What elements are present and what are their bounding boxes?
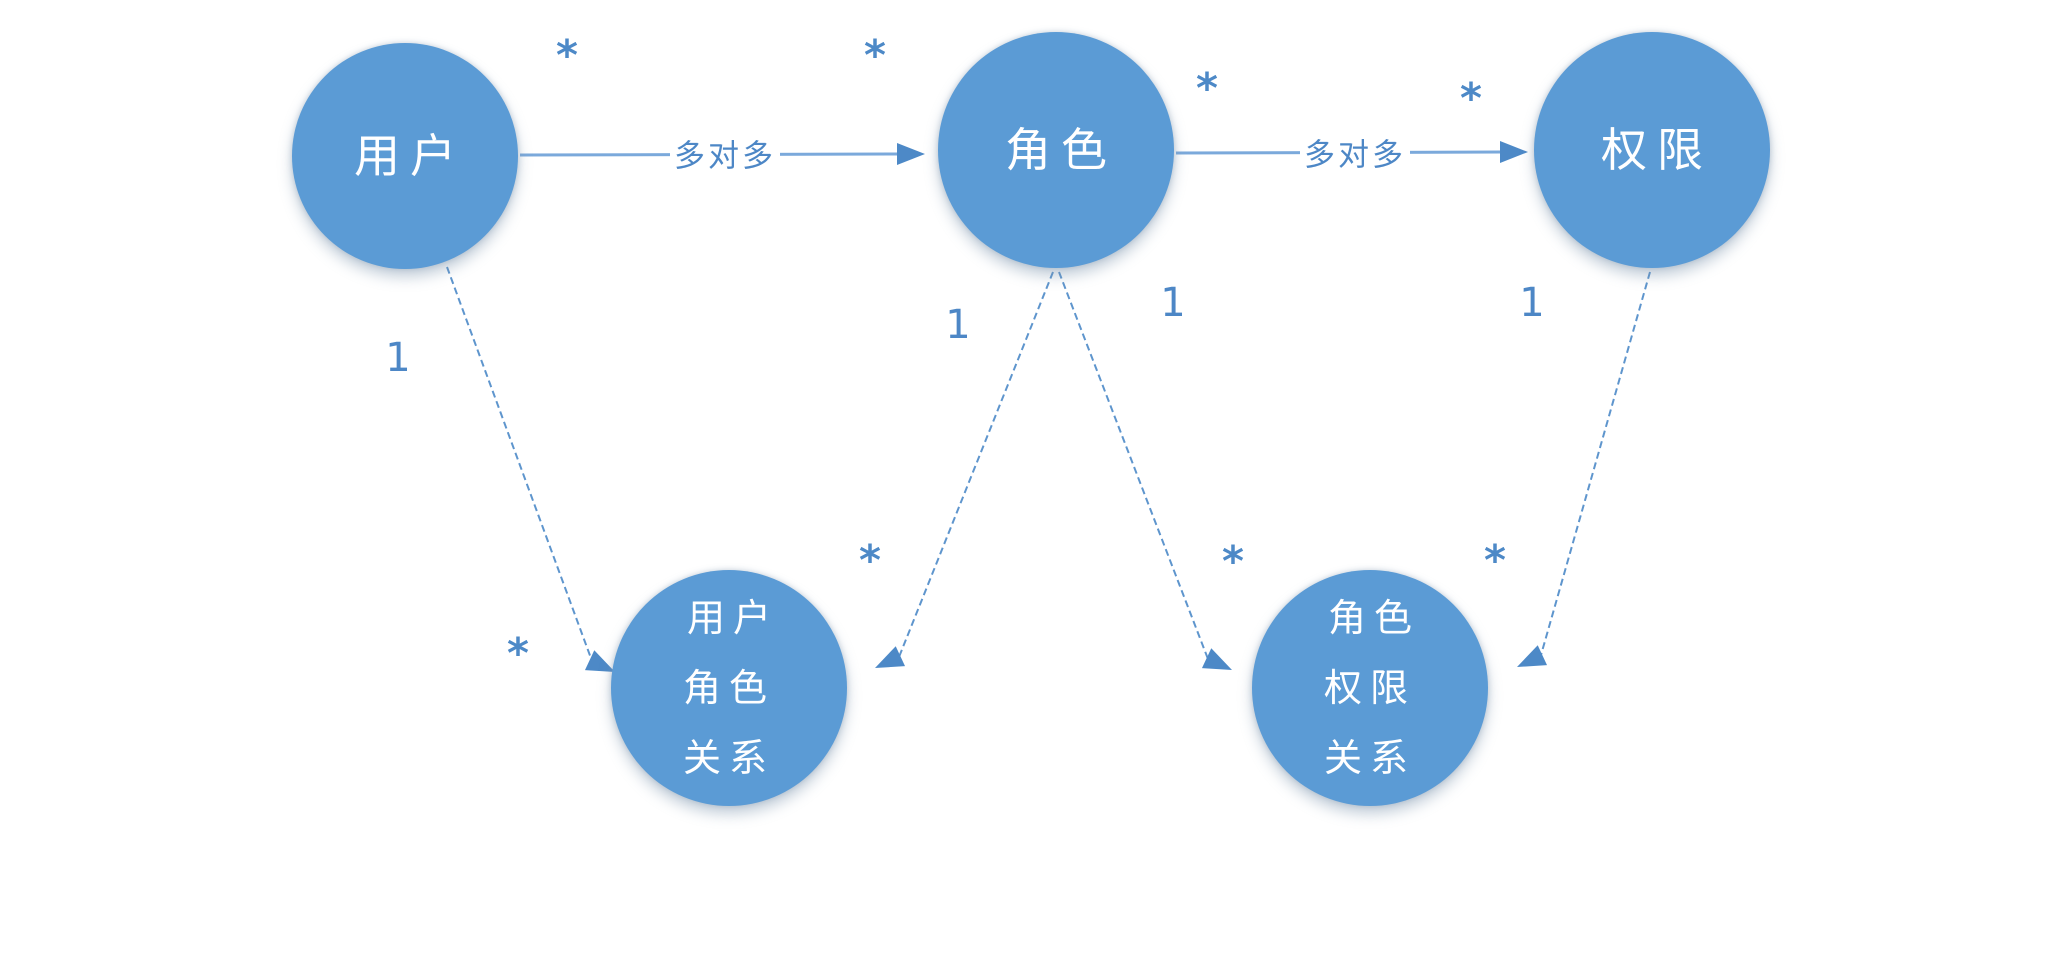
one-marker: 1 xyxy=(945,302,971,348)
many-marker: * xyxy=(864,30,886,80)
node-user: 用户 xyxy=(292,43,518,269)
many-marker: * xyxy=(1222,536,1244,586)
edge-label-user-role: 多对多 xyxy=(670,130,780,176)
edge-role-to-roleperm-arrowhead-icon xyxy=(1201,648,1232,670)
node-role: 角色 xyxy=(938,32,1174,268)
node-permission: 权限 xyxy=(1534,32,1770,268)
many-marker: * xyxy=(859,535,881,585)
edge-permission-to-roleperm-arrowhead-icon xyxy=(1517,645,1548,667)
node-role-permission-relation: 角色 权限 关系 xyxy=(1252,570,1488,806)
many-marker: * xyxy=(507,628,529,678)
edge-role-to-userrole-arrowhead-icon xyxy=(875,646,906,668)
many-marker: * xyxy=(1460,73,1482,123)
edge-user-to-userrole-arrowhead-icon xyxy=(584,650,615,672)
edge-role-to-userrole-line xyxy=(898,271,1054,658)
edge-role-to-permission-arrowhead-icon xyxy=(1500,141,1528,163)
many-marker: * xyxy=(556,30,578,80)
edge-user-to-userrole-line xyxy=(446,266,593,662)
many-marker: * xyxy=(1196,63,1218,113)
edge-permission-to-roleperm-line xyxy=(1540,271,1651,656)
edge-role-to-roleperm-line xyxy=(1058,271,1209,660)
node-user-role-relation: 用户 角色 关系 xyxy=(611,570,847,806)
many-marker: * xyxy=(1484,535,1506,585)
edge-label-role-permission: 多对多 xyxy=(1300,129,1410,175)
one-marker: 1 xyxy=(1160,280,1186,326)
one-marker: 1 xyxy=(385,335,411,381)
one-marker: 1 xyxy=(1519,280,1545,326)
edge-user-to-role-arrowhead-icon xyxy=(897,143,925,165)
